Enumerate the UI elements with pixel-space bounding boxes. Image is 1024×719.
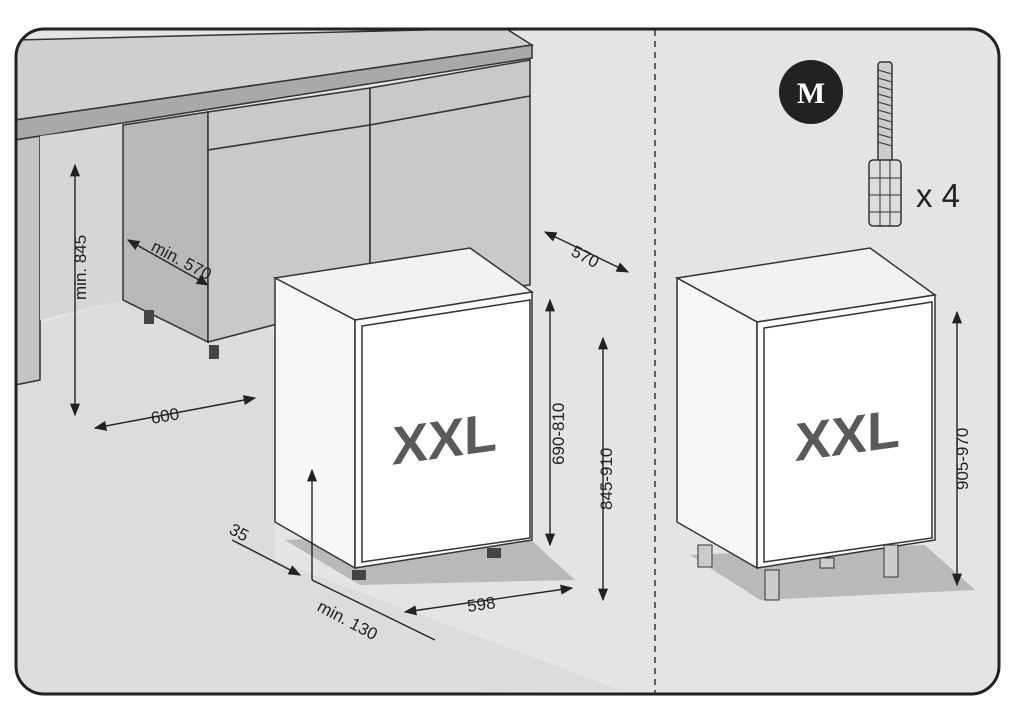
appliance-label: XXL <box>795 399 900 473</box>
part-badge <box>779 60 843 124</box>
left-cabinet <box>16 135 41 386</box>
left-panel: XXL min. 845 min. 570 600 570 690-810 84… <box>16 29 630 694</box>
part-quantity: x 4 <box>916 177 960 214</box>
dim-598: 598 <box>466 593 497 616</box>
dim-845-910: 845-910 <box>597 448 616 510</box>
dishwasher-door <box>763 301 933 563</box>
dim-690-810: 690-810 <box>549 403 568 465</box>
dim-600: 600 <box>149 404 180 428</box>
dim-905-970: 905-970 <box>953 428 972 490</box>
part-badge-letter: M <box>797 77 825 110</box>
right-panel: M x 4 XXL 905-970 <box>674 60 975 601</box>
dishwasher-door <box>361 299 531 563</box>
dishwasher-side <box>274 276 356 570</box>
adjustable-foot-icon <box>868 61 902 227</box>
appliance-label: XXL <box>392 402 497 476</box>
dim-min-845: min. 845 <box>71 235 90 300</box>
